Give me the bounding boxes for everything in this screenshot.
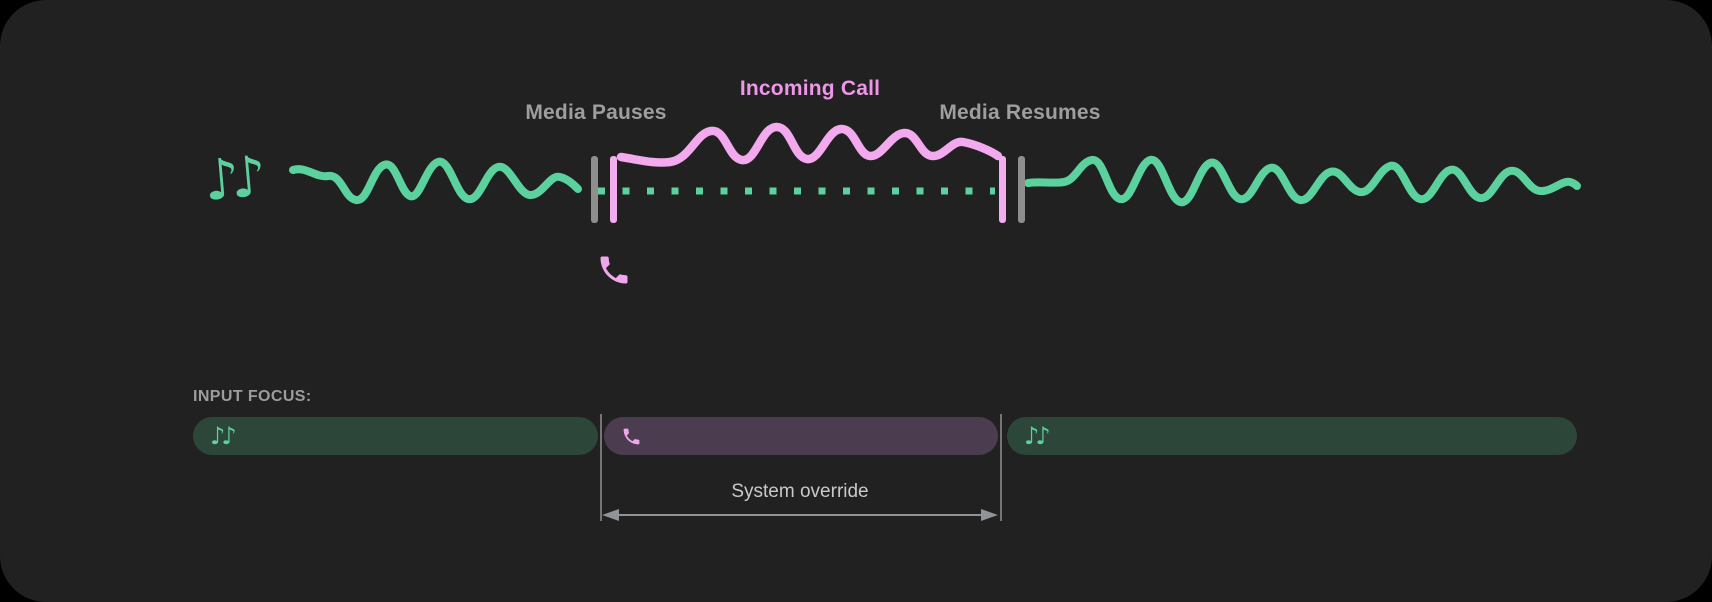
music-notes-icon: ♪♪ [1024, 422, 1051, 450]
pause-marker-gray-bar [591, 156, 598, 223]
media-waveform-before [289, 158, 582, 204]
system-override-label: System override [731, 481, 869, 502]
focus-bar-media-2: ♪♪ [1007, 417, 1577, 455]
resume-marker-gray-bar [1018, 156, 1025, 223]
phone-icon [623, 428, 640, 444]
override-boundary-line-right [1000, 414, 1002, 521]
pause-marker-pink-bar [610, 156, 617, 223]
override-boundary-line-left [600, 414, 602, 521]
media-pauses-label: Media Pauses [525, 101, 667, 124]
incoming-call-waveform [616, 122, 1003, 167]
focus-bar-media-1: ♪♪ [193, 417, 598, 455]
focus-bar-call [604, 417, 998, 455]
media-waveform-after [1024, 155, 1581, 207]
arrowhead-right [981, 509, 998, 521]
resume-marker-pink-bar [999, 156, 1006, 223]
phone-icon [600, 256, 628, 284]
music-notes-icon: ♪♪ [210, 422, 237, 450]
input-focus-label: INPUT FOCUS: [193, 388, 312, 405]
incoming-call-label: Incoming Call [739, 77, 881, 100]
arrowhead-left [602, 509, 619, 521]
media-resumes-label: Media Resumes [939, 101, 1101, 124]
system-override-arrow [602, 509, 998, 521]
